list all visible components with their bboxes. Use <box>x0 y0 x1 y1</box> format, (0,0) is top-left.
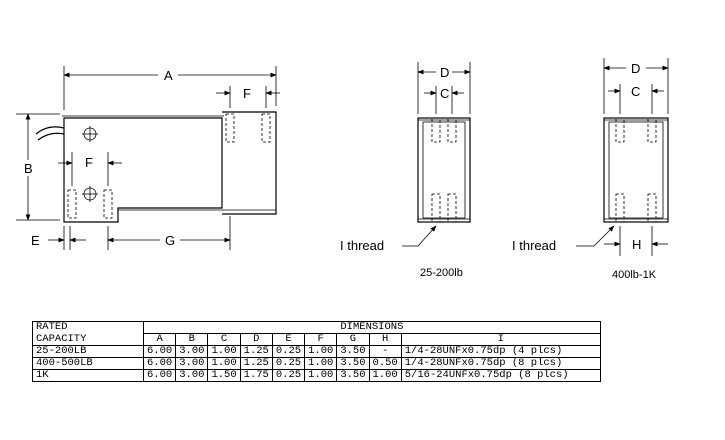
dim-b-label: B <box>24 161 33 176</box>
table-cell: 3.00 <box>175 345 209 358</box>
table-cell: 3.00 <box>175 357 209 370</box>
col-header: F <box>304 333 338 346</box>
col-header: H <box>368 333 402 346</box>
table-row: 1K 6.00 3.00 1.50 1.75 0.25 1.00 3.50 1.… <box>32 369 601 382</box>
table-cell: 1/4-28UNFx0.75dp (4 plcs) <box>400 345 601 358</box>
capacity-cell: 25-200LB <box>32 345 144 358</box>
table-cell: 1.00 <box>304 357 338 370</box>
table-cell: 0.25 <box>271 345 306 358</box>
capacity-cell: 1K <box>32 369 144 382</box>
header-rated: RATED <box>32 321 144 334</box>
dim-f-top-label: F <box>243 86 251 101</box>
col-header: G <box>336 333 370 346</box>
table-cell: 1/4-28UNFx0.75dp (8 plcs) <box>400 357 601 370</box>
dim-h-label: H <box>632 237 641 252</box>
table-cell: 1.50 <box>207 369 241 382</box>
caption-large: 400lb-1K <box>612 269 657 281</box>
table-cell: 1.25 <box>239 357 273 370</box>
table-row: 25-200LB 6.00 3.00 1.00 1.25 0.25 1.00 3… <box>32 345 601 358</box>
dim-d-small-label: D <box>440 65 449 80</box>
dimensions-table: RATED DIMENSIONS CAPACITY A B C D E F G … <box>32 321 601 382</box>
table-cell: 0.25 <box>271 357 306 370</box>
side-view: A F B F E G <box>16 66 280 250</box>
dim-c-large-label: C <box>631 84 640 99</box>
col-header: B <box>175 333 209 346</box>
thread-label-small: I thread <box>340 238 384 253</box>
table-cell: 5/16-24UNFx0.75dp (8 plcs) <box>400 369 601 382</box>
table-row: 400-500LB 6.00 3.00 1.00 1.25 0.25 1.00 … <box>32 357 601 370</box>
table-cell: 6.00 <box>142 357 177 370</box>
table-cell: 6.00 <box>142 369 177 382</box>
dim-d-large-label: D <box>631 61 640 76</box>
col-header: A <box>142 333 177 346</box>
table-cell: 0.50 <box>368 357 402 370</box>
table-cell: 1.00 <box>207 345 241 358</box>
table-cell: - <box>368 345 402 358</box>
col-header: I <box>400 333 601 346</box>
header-capacity: CAPACITY <box>32 333 144 346</box>
dim-c-small-label: C <box>440 86 449 101</box>
table-cell: 1.00 <box>368 369 402 382</box>
table-cell: 1.75 <box>239 369 273 382</box>
end-view-small: D C I thread 25-200lb <box>340 62 471 279</box>
table-cell: 3.50 <box>336 345 370 358</box>
col-header: D <box>239 333 273 346</box>
col-header: C <box>207 333 241 346</box>
table-cell: 1.00 <box>207 357 241 370</box>
caption-small: 25-200lb <box>420 267 463 279</box>
dim-e-label: E <box>31 233 40 248</box>
table-cell: 3.00 <box>175 369 209 382</box>
table-cell: 3.50 <box>336 357 370 370</box>
thread-label-large: I thread <box>512 238 556 253</box>
table-cell: 1.25 <box>239 345 273 358</box>
table-columns-row: CAPACITY A B C D E F G H I <box>32 333 601 346</box>
table-cell: 1.00 <box>304 369 338 382</box>
table-cell: 1.00 <box>304 345 338 358</box>
table-header-row: RATED DIMENSIONS <box>32 321 601 334</box>
dim-g-label: G <box>165 233 175 248</box>
dim-a-label: A <box>164 68 173 83</box>
end-view-large: D C H I thread 400lb-1K <box>512 58 669 281</box>
table-cell: 3.50 <box>336 369 370 382</box>
dim-f-inner-label: F <box>85 155 93 170</box>
col-header: E <box>271 333 306 346</box>
table-cell: 0.25 <box>271 369 306 382</box>
capacity-cell: 400-500LB <box>32 357 144 370</box>
table-cell: 6.00 <box>142 345 177 358</box>
header-dimensions: DIMENSIONS <box>143 321 601 334</box>
